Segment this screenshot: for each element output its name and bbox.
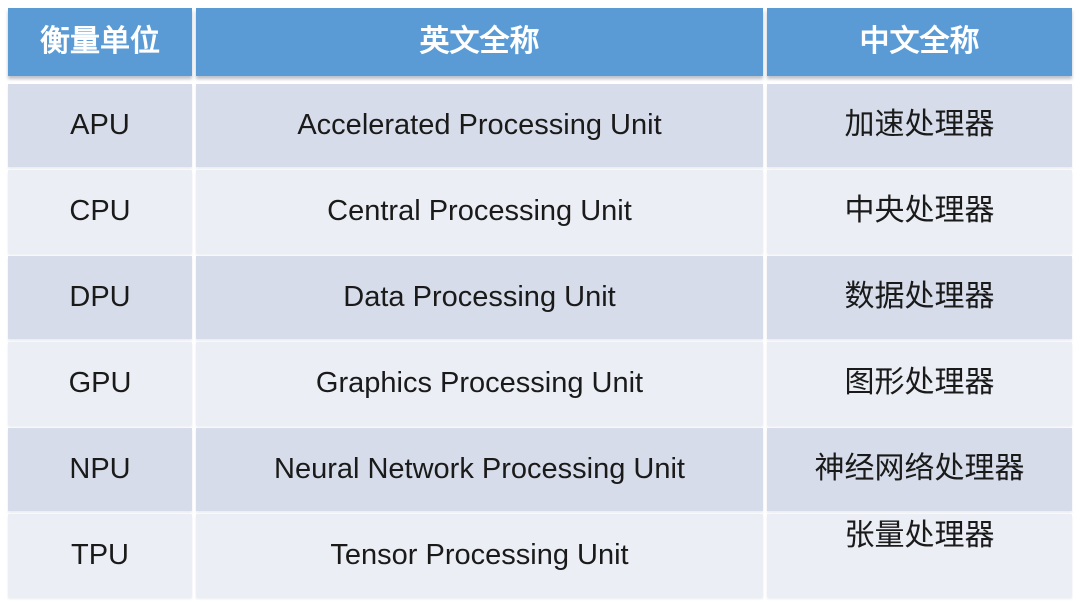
cell-abbr: NPU [8, 428, 192, 511]
cell-english: Tensor Processing Unit [196, 514, 763, 597]
cell-chinese: 中央处理器 [767, 170, 1072, 253]
header-cell-chinese: 中文全称 [767, 8, 1072, 76]
cell-chinese: 神经网络处理器 [767, 428, 1072, 511]
cell-english: Neural Network Processing Unit [196, 428, 763, 511]
cell-english: Data Processing Unit [196, 256, 763, 339]
table-row-cpu: CPU Central Processing Unit 中央处理器 [8, 170, 1072, 253]
cell-chinese: 数据处理器 [767, 256, 1072, 339]
table-row-dpu: DPU Data Processing Unit 数据处理器 [8, 256, 1072, 339]
header-cell-english: 英文全称 [196, 8, 763, 76]
cell-english: Central Processing Unit [196, 170, 763, 253]
table-row-tpu: TPU Tensor Processing Unit 张量处理器 [8, 514, 1072, 597]
cell-chinese: 张量处理器 [767, 514, 1072, 597]
processor-terminology-table: 衡量单位 英文全称 中文全称 APU Accelerated Processin… [8, 8, 1072, 597]
cell-english: Accelerated Processing Unit [196, 84, 763, 167]
table-row-apu: APU Accelerated Processing Unit 加速处理器 [8, 84, 1072, 167]
cell-abbr: DPU [8, 256, 192, 339]
cell-abbr: CPU [8, 170, 192, 253]
cell-chinese: 图形处理器 [767, 342, 1072, 425]
table-row-npu: NPU Neural Network Processing Unit 神经网络处… [8, 428, 1072, 511]
header-cell-unit: 衡量单位 [8, 8, 192, 76]
cell-english: Graphics Processing Unit [196, 342, 763, 425]
table-row-gpu: GPU Graphics Processing Unit 图形处理器 [8, 342, 1072, 425]
cell-abbr: GPU [8, 342, 192, 425]
table-header-row: 衡量单位 英文全称 中文全称 [8, 8, 1072, 76]
cell-abbr: TPU [8, 514, 192, 597]
cell-chinese: 加速处理器 [767, 84, 1072, 167]
cell-abbr: APU [8, 84, 192, 167]
